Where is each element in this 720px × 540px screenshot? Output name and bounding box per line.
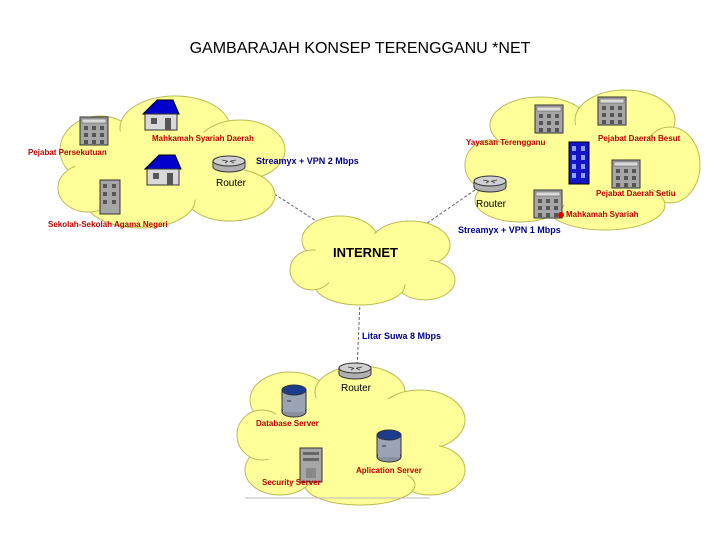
aplication-server-icon <box>376 429 402 463</box>
label-pejabat-daerah-besut: Pejabat Daerah Besut <box>598 134 681 143</box>
label-database-server: Database Server <box>256 419 319 428</box>
west-router-label: Router <box>216 178 247 189</box>
label-mahkamah-syariah-daerah: Mahkamah Syariah Daerah <box>152 134 254 143</box>
link-label-east: Streamyx + VPN 1 Mbps <box>458 225 561 235</box>
internet-label: INTERNET <box>333 245 398 260</box>
page-title: GAMBARAJAH KONSEP TERENGGANU *NET <box>189 40 531 57</box>
label-sekolah-agama: Sekolah-Sekolah Agama Negeri <box>48 220 168 229</box>
label-pejabat-daerah-setiu: Pejabat Daerah Setiu <box>596 189 676 198</box>
pejabat-persekutuan-building-icon <box>79 116 109 146</box>
label-yayasan-terengganu: Yayasan Terengganu <box>466 138 546 147</box>
red-marker-icon <box>558 212 564 218</box>
cloud-internet <box>289 215 456 306</box>
label-aplication-server: Aplication Server <box>356 466 422 475</box>
west-router-icon <box>212 155 246 173</box>
label-security-server: Security Server <box>262 478 321 487</box>
office-building-icon <box>534 104 564 134</box>
security-server-icon <box>299 447 323 483</box>
database-server-icon <box>281 384 307 418</box>
mahkamah-syariah-building-icon <box>533 189 563 219</box>
pejabat-daerah-setiu-building-icon <box>611 159 641 189</box>
datacenter-router-icon <box>338 362 372 380</box>
pejabat-daerah-besut-building-icon <box>597 96 627 126</box>
link-label-south: Litar Suwa 8 Mbps <box>362 331 442 341</box>
sekolah-agama-building-icon <box>99 179 121 215</box>
label-mahkamah-syariah: Mahkamah Syariah <box>566 210 639 219</box>
link-label-west: Streamyx + VPN 2 Mbps <box>256 156 359 166</box>
yayasan-terengganu-tower-icon <box>568 141 590 185</box>
east-router-label: Router <box>476 199 507 210</box>
east-router-icon <box>473 175 507 193</box>
datacenter-router-label: Router <box>341 383 372 394</box>
label-pejabat-persekutuan: Pejabat Persekutuan <box>28 148 107 157</box>
